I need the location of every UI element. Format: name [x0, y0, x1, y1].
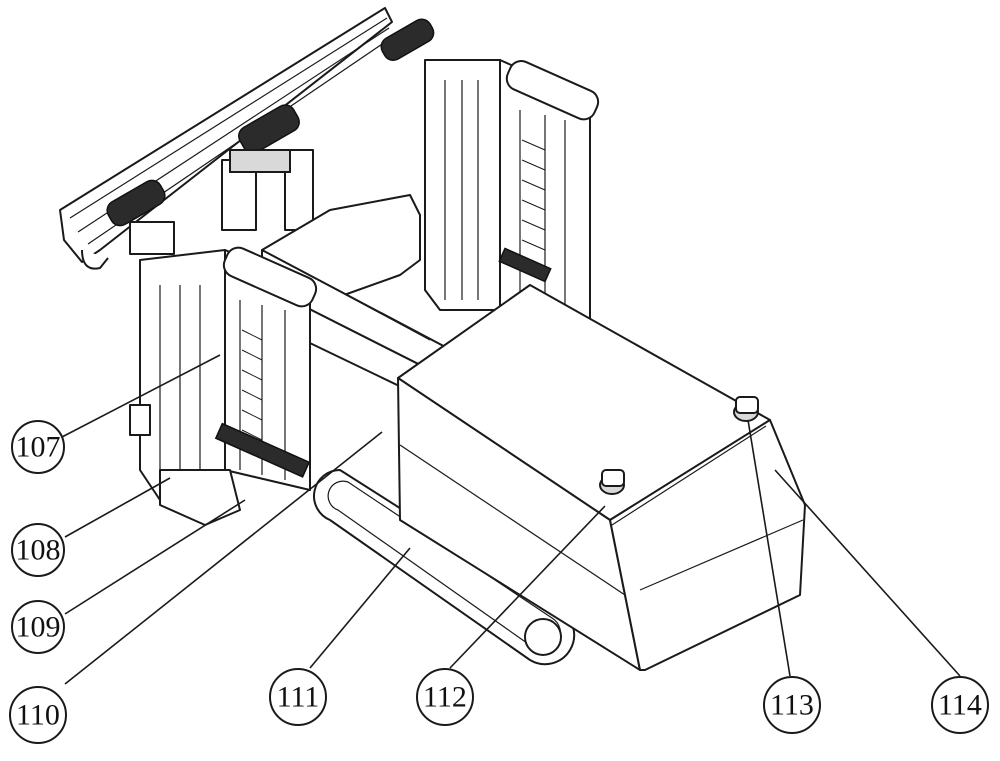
callout-110: 110: [9, 686, 67, 744]
callout-112: 112: [416, 668, 474, 726]
callout-109: 109: [11, 600, 65, 654]
rear-right-column: [424, 59, 600, 331]
callout-label-114: 114: [938, 689, 982, 722]
callout-label-108: 108: [16, 534, 61, 567]
callout-label-110: 110: [16, 699, 60, 732]
callout-label-109: 109: [16, 611, 61, 644]
leader-lines: [61, 354, 961, 685]
callout-label-113: 113: [770, 689, 814, 722]
callout-114: 114: [931, 676, 989, 734]
callout-label-111: 111: [277, 681, 320, 714]
callout-108: 108: [11, 523, 65, 577]
rail-rollers: [106, 18, 435, 227]
front-left-column: [129, 246, 318, 526]
callout-107: 107: [11, 420, 65, 474]
callout-label-112: 112: [423, 681, 467, 714]
callout-113: 113: [763, 676, 821, 734]
main-body-housing: [397, 284, 806, 671]
housing-caps: [599, 396, 759, 495]
callout-label-107: 107: [16, 431, 61, 464]
callout-111: 111: [269, 668, 327, 726]
